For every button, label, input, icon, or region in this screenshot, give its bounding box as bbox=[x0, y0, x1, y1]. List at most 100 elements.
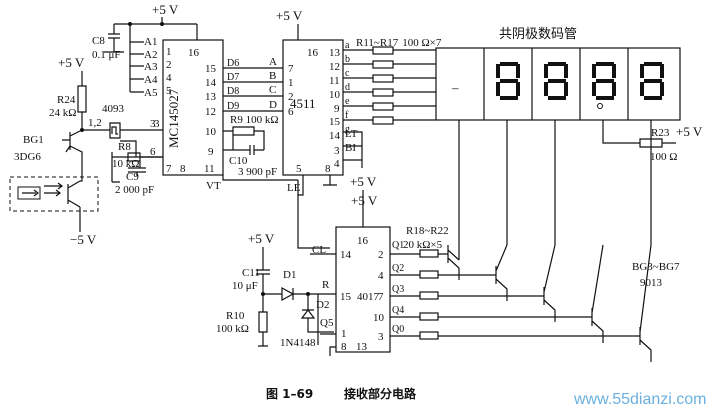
digit-segment bbox=[592, 64, 596, 78]
digit-segment bbox=[548, 79, 566, 83]
driver-transistor bbox=[438, 244, 604, 343]
c8-ref: C8 bbox=[92, 35, 105, 47]
decoder-4511: +5 V 4511 16 7 1 2 6 13 12 11 10 9 15 14… bbox=[276, 8, 442, 196]
scanner-4017: +5 V 16 14 CL 15 R 4017 1 8 13 2 4 7 10 … bbox=[310, 190, 680, 362]
scanner-pin13: 13 bbox=[356, 341, 368, 353]
driver-transistors bbox=[438, 244, 652, 362]
decoder-pin6: 6 bbox=[288, 106, 294, 118]
r9-label: R9 100 kΩ bbox=[230, 114, 279, 126]
r8-value: 10 kΩ bbox=[112, 158, 139, 170]
decoder-pin9: 9 bbox=[334, 103, 340, 115]
driver-transistor bbox=[438, 245, 460, 280]
bg1-ref: BG1 bbox=[23, 134, 44, 146]
digit-segment bbox=[660, 82, 664, 96]
display-title: 共阴极数码管 bbox=[499, 27, 577, 42]
c8-value: 0.1 μF bbox=[92, 49, 121, 61]
scanner-pin8: 8 bbox=[341, 341, 347, 353]
decoder-le: LE bbox=[287, 182, 301, 194]
decoder-pin8: 8 bbox=[325, 163, 331, 175]
digit-segment bbox=[564, 64, 568, 78]
decoder-pin11: 11 bbox=[329, 75, 340, 87]
digit-segment bbox=[564, 82, 568, 96]
digit-segment bbox=[516, 64, 520, 78]
digit-segment bbox=[500, 62, 518, 66]
seg-b: b bbox=[345, 54, 350, 65]
seg-a: a bbox=[345, 40, 350, 51]
pin-a2: A2 bbox=[144, 49, 157, 61]
digit-segment bbox=[548, 96, 566, 100]
d2-ref: D2 bbox=[316, 299, 329, 311]
digit-segment bbox=[596, 62, 614, 66]
first-digit-minus: – bbox=[451, 80, 459, 95]
pin-12: 12 bbox=[205, 106, 216, 118]
dig-res-value: 20 kΩ×5 bbox=[403, 239, 443, 251]
pin-2: 2 bbox=[166, 59, 172, 71]
decoder-pin15: 15 bbox=[329, 116, 341, 128]
driver-transistor bbox=[438, 244, 652, 362]
decoder-pin3: 3 bbox=[334, 145, 340, 157]
out-d6: D6 bbox=[227, 58, 239, 69]
out-d7: D7 bbox=[227, 72, 239, 83]
reset-network: +5 V C11 10 μF D1 R10 100 kΩ D2 Q5 1N414… bbox=[216, 231, 334, 349]
scanner-supply: +5 V bbox=[351, 193, 378, 208]
digit-5 bbox=[640, 62, 664, 100]
scanner-pin1: 1 bbox=[341, 328, 347, 340]
pin-5: 5 bbox=[166, 85, 172, 97]
decoder-pin14: 14 bbox=[329, 130, 341, 142]
dig-res-ref: R18~R22 bbox=[406, 225, 449, 237]
schmitt-out: 3 bbox=[154, 118, 160, 130]
diode-type: 1N4148 bbox=[280, 337, 316, 349]
digit-segment bbox=[640, 82, 644, 96]
seg-g: g bbox=[345, 124, 350, 135]
schmitt-pins: 1,2 bbox=[88, 117, 102, 129]
pin-14: 14 bbox=[205, 77, 217, 89]
decoder-pin10: 10 bbox=[329, 89, 341, 101]
r10-value: 100 kΩ bbox=[216, 323, 249, 335]
decoder-pin1: 1 bbox=[288, 77, 294, 89]
digit-2 bbox=[496, 62, 520, 100]
digit-segment bbox=[516, 82, 520, 96]
pin-13: 13 bbox=[205, 91, 217, 103]
pin-10: 10 bbox=[205, 126, 217, 138]
scanner-q0: Q0 bbox=[392, 324, 404, 335]
decoder-pin16: 16 bbox=[307, 47, 319, 59]
d1-ref: D1 bbox=[283, 269, 296, 281]
schmitt-name: 4093 bbox=[102, 103, 125, 115]
decimal-point bbox=[597, 103, 603, 109]
digit-segment bbox=[496, 82, 500, 96]
decoder-pin7: 7 bbox=[288, 63, 294, 75]
bi-supply: +5 V bbox=[350, 174, 377, 189]
c9-value: 2 000 pF bbox=[115, 184, 154, 196]
scanner-q1: Q1 bbox=[392, 240, 404, 251]
digit-segment bbox=[592, 82, 596, 96]
digit-segment bbox=[644, 79, 662, 83]
scanner-r: R bbox=[322, 279, 330, 291]
driver-transistor bbox=[438, 244, 556, 322]
c10-ref: C10 bbox=[229, 155, 248, 167]
seg-f: f bbox=[345, 110, 349, 121]
digit-segment bbox=[596, 96, 614, 100]
digit-segment bbox=[612, 64, 616, 78]
scanner-pin2: 2 bbox=[378, 249, 384, 261]
input-supply: +5 V bbox=[58, 55, 85, 70]
out-d8: D8 bbox=[227, 86, 239, 97]
scanner-q3: Q3 bbox=[392, 284, 404, 295]
c11-value: 10 μF bbox=[232, 280, 258, 292]
c11-ref: C11 bbox=[242, 267, 260, 279]
r10-ref: R10 bbox=[226, 310, 245, 322]
pin-11: 11 bbox=[204, 163, 215, 175]
seg-e: e bbox=[345, 96, 350, 107]
mc145027-name: MC145027 bbox=[166, 88, 181, 148]
digit-4 bbox=[592, 62, 616, 100]
pin-1: 1 bbox=[166, 46, 172, 58]
digit-segment bbox=[544, 64, 548, 78]
r8-ref: R8 bbox=[118, 141, 131, 153]
digit-segment bbox=[500, 96, 518, 100]
digit-segment bbox=[544, 82, 548, 96]
digit-segment bbox=[612, 82, 616, 96]
digit-segment bbox=[644, 96, 662, 100]
scanner-q2: Q2 bbox=[392, 263, 404, 274]
pin-7: 7 bbox=[166, 163, 172, 175]
